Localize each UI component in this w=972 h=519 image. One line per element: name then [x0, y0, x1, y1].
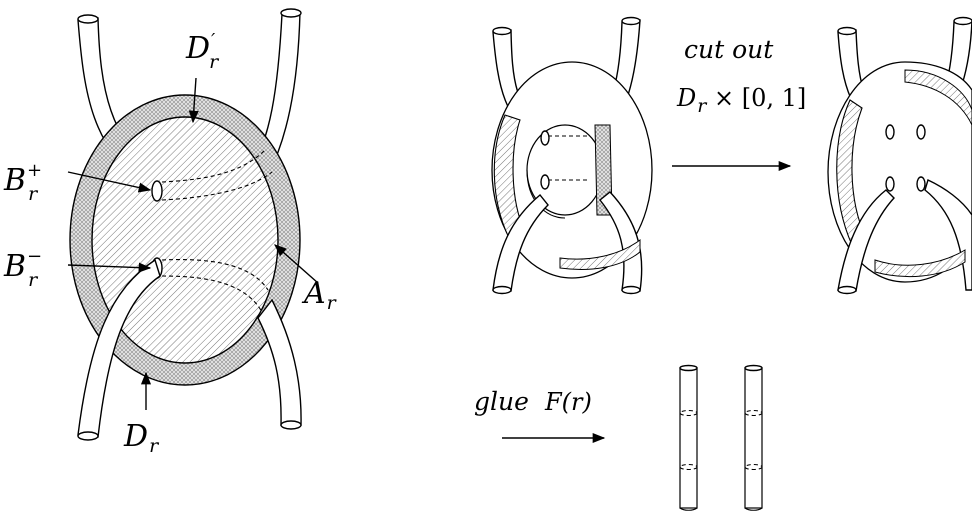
tube-end-lower-right: [280, 420, 302, 430]
cylinder-right: [744, 367, 763, 509]
cylinder-left-top: [679, 364, 698, 372]
opening-b-plus: [151, 180, 163, 202]
cut-step: cut out Dr × [0, 1]: [672, 35, 806, 172]
cut-caption: cut out: [684, 35, 774, 64]
hidden-tube-upper-2: [161, 171, 273, 201]
label-d-r: Dr: [123, 419, 160, 457]
right-opening-ur: [916, 124, 926, 140]
right-figure: [827, 16, 972, 295]
cylinder-left-seam-2: [679, 463, 698, 471]
arrow-a-r: [274, 244, 319, 284]
label-b-plus: B+r: [3, 160, 42, 205]
mid-opening-top: [540, 130, 550, 146]
hidden-tube-lower: [161, 259, 269, 291]
mid-opening-bottom: [540, 174, 550, 190]
mid-tube-end-lr: [621, 285, 641, 295]
tube-lower-right: [257, 298, 302, 426]
mid-hidden-paths: [548, 135, 590, 181]
right-hatch-top: [904, 69, 972, 126]
mid-tube-end-ll: [492, 285, 512, 295]
label-a-r: Ar: [301, 276, 338, 314]
hidden-tube-lower-2: [161, 275, 263, 313]
arrow-d-prime: [188, 77, 199, 124]
left-figure: D′r B+r B−r Ar Dr: [3, 8, 338, 457]
glued-cylinders: [679, 364, 763, 511]
right-tube-end-ll: [837, 285, 857, 295]
cylinder-right-seam-2: [744, 463, 763, 471]
cylinder-left-bottom: [679, 507, 698, 511]
cylinder-left-seam-1: [679, 409, 698, 417]
right-tube-lr: [924, 179, 972, 291]
tube-end-upper-left: [77, 14, 99, 24]
hidden-tube-upper: [161, 149, 266, 183]
mid-tube-end-ur: [621, 16, 641, 26]
arrow-b-minus: [67, 262, 152, 273]
right-opening-lr: [916, 176, 926, 192]
right-hatch-bottom: [874, 249, 966, 278]
cylinder-right-top: [744, 364, 763, 372]
glue-caption: glue: [474, 387, 529, 416]
cylinder-right-seam-1: [744, 409, 763, 417]
label-d-prime: D′r: [185, 30, 220, 73]
label-b-minus: B−r: [3, 246, 42, 291]
middle-figure: [491, 16, 653, 295]
cylinder-left: [679, 367, 698, 509]
right-opening-ll: [885, 176, 895, 192]
mid-hatch-bottom: [559, 239, 641, 270]
right-opening-ul: [885, 124, 895, 140]
mid-tube-end-ul: [492, 26, 512, 36]
tube-end-lower-left: [77, 431, 99, 441]
tube-end-upper-right: [280, 8, 302, 18]
glue-step: glue F(r): [474, 387, 606, 444]
arrow-b-plus: [67, 171, 152, 193]
cylinder-right-bottom: [744, 507, 763, 511]
right-tube-end-ul: [837, 26, 857, 36]
glue-expression: F(r): [544, 388, 592, 416]
disc-d-prime: [91, 116, 279, 364]
right-tube-end-ur: [953, 16, 972, 26]
cut-expression: Dr × [0, 1]: [676, 84, 806, 117]
